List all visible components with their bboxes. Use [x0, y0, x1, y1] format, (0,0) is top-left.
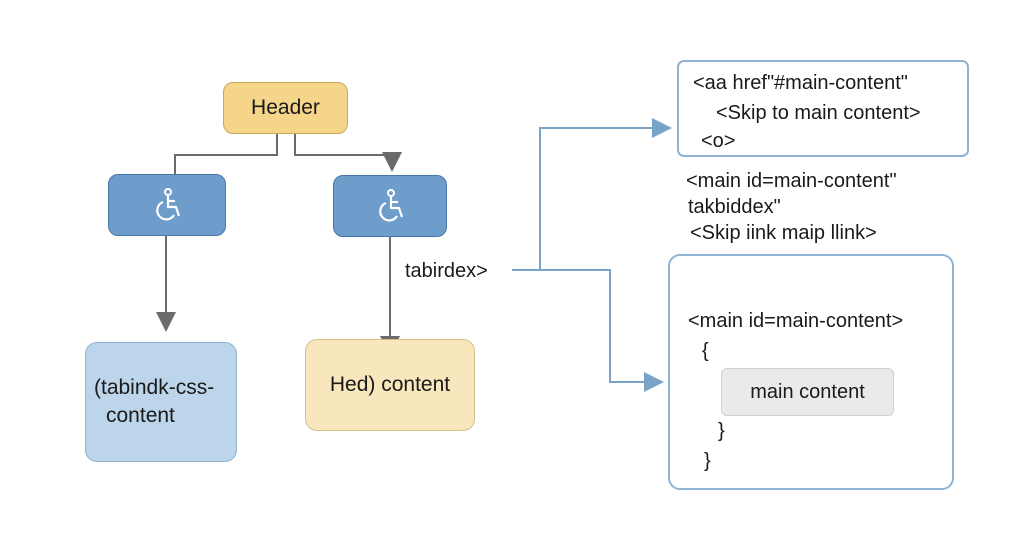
middle-text-line2: takbiddex" [688, 196, 781, 218]
code-bottom-open-brace: { [702, 340, 709, 362]
right-content-label: Hed) content [329, 373, 451, 396]
wheelchair-icon [379, 189, 404, 222]
wheelchair-icon [156, 188, 181, 221]
code-box-bottom: <main id=main-content> { main content } … [668, 254, 954, 490]
arrow-to-code-bottom [512, 269, 664, 392]
header-label: Header [251, 96, 320, 119]
arrow-to-code-top [512, 118, 672, 271]
accessibility-node-left [108, 174, 226, 236]
header-node: Header [223, 82, 348, 134]
main-content-chip: main content [721, 368, 894, 416]
accessibility-node-right [333, 175, 447, 237]
left-content-node: (tabindk-css- content [85, 342, 237, 462]
code-bottom-line1: <main id=main-content> [688, 310, 904, 332]
right-content-node: Hed) content [305, 339, 475, 431]
code-top-line3: <o> [701, 130, 736, 152]
main-content-chip-label: main content [750, 380, 865, 403]
connector-header-left [174, 134, 278, 174]
code-top-line2: <Skip to main content> [716, 102, 921, 124]
middle-text-line3: <Skip iink maip llink> [690, 222, 877, 244]
connector-header-right [294, 134, 402, 172]
code-box-top: <aa href"#main-content" <Skip to main co… [677, 60, 969, 157]
tabindex-label: tabirdex> [405, 260, 488, 282]
left-content-line1: (tabindk-css- [94, 376, 215, 399]
code-bottom-close-brace-outer: } [704, 450, 711, 472]
left-content-line2: content [106, 404, 175, 427]
code-bottom-close-brace-inner: } [718, 420, 725, 442]
middle-text-line1: <main id=main-content" [686, 170, 897, 192]
code-top-line1: <aa href"#main-content" [693, 72, 908, 94]
